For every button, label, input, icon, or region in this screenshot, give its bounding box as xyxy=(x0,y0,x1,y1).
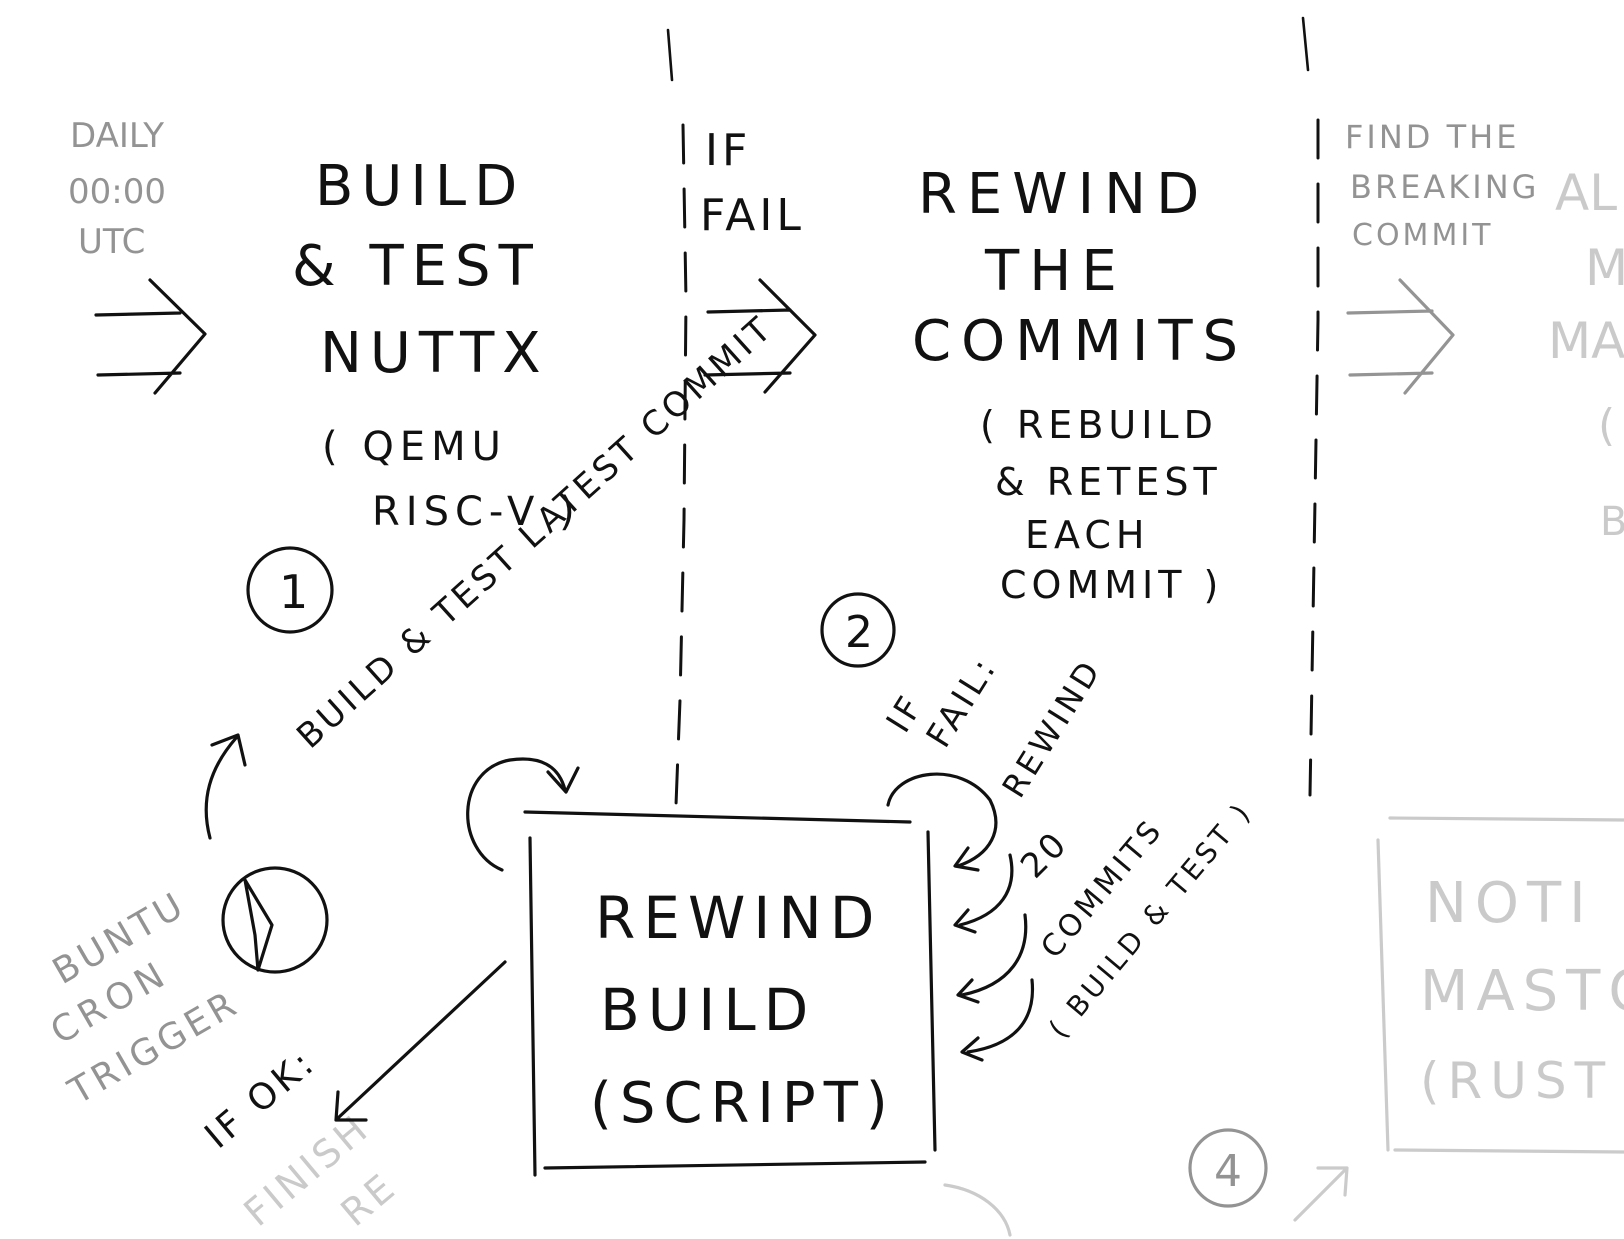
cut-text-5: B xyxy=(1600,499,1624,545)
arrow-schedule-to-build xyxy=(94,278,207,395)
cut-text-2: M xyxy=(1585,239,1624,297)
loop-label-line-2: FAIL: xyxy=(919,649,1006,755)
loop-count: 20 xyxy=(1013,823,1076,886)
schedule-label: DAILY 00:00 UTC xyxy=(68,116,166,262)
notify-block: NOTI MASTO (RUST xyxy=(1376,816,1624,1154)
step3-line-1: FIND THE xyxy=(1345,118,1519,156)
step1-title-line-2: & TEST xyxy=(292,234,541,299)
step1-note-line-2: RISC-V ) xyxy=(372,489,581,535)
step1-note-line-1: ( QEMU xyxy=(322,424,507,470)
arrow-rewind-to-find xyxy=(1346,278,1455,395)
script-box: REWIND BUILD (SCRIPT) xyxy=(523,810,937,1177)
notify-number: 4 xyxy=(1214,1146,1242,1197)
column-divider-left xyxy=(666,28,688,807)
faded-bottom-strokes xyxy=(943,1166,1349,1237)
script-box-line-2: BUILD xyxy=(600,976,816,1044)
condition1-line-1: IF xyxy=(705,125,751,176)
column-divider-right xyxy=(1301,16,1320,797)
loop-action: REWIND xyxy=(995,652,1110,805)
step1-title-line-1: BUILD xyxy=(315,154,525,219)
arrow-build-to-rewind xyxy=(703,278,817,394)
finish-label-line-1: IF OK: xyxy=(197,1041,324,1157)
step3-cut-off-text: AL M MA ( B xyxy=(1548,164,1624,545)
step1-title-line-3: NUTTX xyxy=(320,321,549,386)
arrow-into-script-box xyxy=(466,757,580,872)
step2-title-line-1: REWIND xyxy=(918,162,1209,227)
step3-line-2: BREAKING xyxy=(1350,168,1539,206)
step2-note-line-1: ( REBUILD xyxy=(980,403,1218,447)
script-box-line-1: REWIND xyxy=(595,884,882,952)
condition-if-fail: IF FAIL xyxy=(700,125,805,241)
step2-note-line-4: COMMIT ) xyxy=(1000,563,1223,607)
step1-number-badge: 1 xyxy=(246,546,334,634)
step2-number: 2 xyxy=(845,607,873,658)
arrow-cron-to-build xyxy=(204,733,247,840)
step3-find-commit: FIND THE BREAKING COMMIT xyxy=(1345,118,1539,253)
step2-number-badge: 2 xyxy=(820,592,896,668)
step2-note-line-2: & RETEST xyxy=(995,460,1222,504)
arrow-script-to-finish xyxy=(334,960,507,1122)
cut-text-3: MA xyxy=(1548,312,1624,370)
schedule-line-3: UTC xyxy=(78,222,145,262)
step1-block: BUILD & TEST NUTTX ( QEMU RISC-V ) xyxy=(292,154,581,535)
notify-line-1: NOTI xyxy=(1425,871,1594,936)
notify-line-2: MASTO xyxy=(1420,959,1624,1024)
notify-number-badge: 4 xyxy=(1188,1128,1268,1208)
condition1-line-2: FAIL xyxy=(700,190,805,241)
cron-label: BUNTU CRON TRIGGER xyxy=(44,884,246,1113)
rewind-loop-label: IF FAIL: REWIND 20 COMMITS ( BUILD & TES… xyxy=(879,649,1259,1045)
script-box-line-3: (SCRIPT) xyxy=(590,1071,896,1136)
step3-line-3: COMMIT xyxy=(1352,218,1494,253)
rewind-loop-arrows xyxy=(886,772,1035,1062)
step2-block: REWIND THE COMMITS ( REBUILD & RETEST EA… xyxy=(912,162,1248,607)
step2-note-line-3: EACH xyxy=(1025,513,1149,557)
schedule-line-1: DAILY xyxy=(70,116,164,156)
schedule-line-2: 00:00 xyxy=(68,172,166,212)
step1-number: 1 xyxy=(279,565,308,619)
notify-line-3: (RUST xyxy=(1420,1052,1613,1110)
step2-title-line-2: THE xyxy=(984,239,1127,304)
cut-text-4: ( xyxy=(1598,400,1615,451)
step2-title-line-3: COMMITS xyxy=(912,309,1248,374)
cron-clock xyxy=(221,866,329,974)
finish-label-line-3: RE xyxy=(333,1164,406,1235)
cut-text-1: AL xyxy=(1555,164,1617,222)
